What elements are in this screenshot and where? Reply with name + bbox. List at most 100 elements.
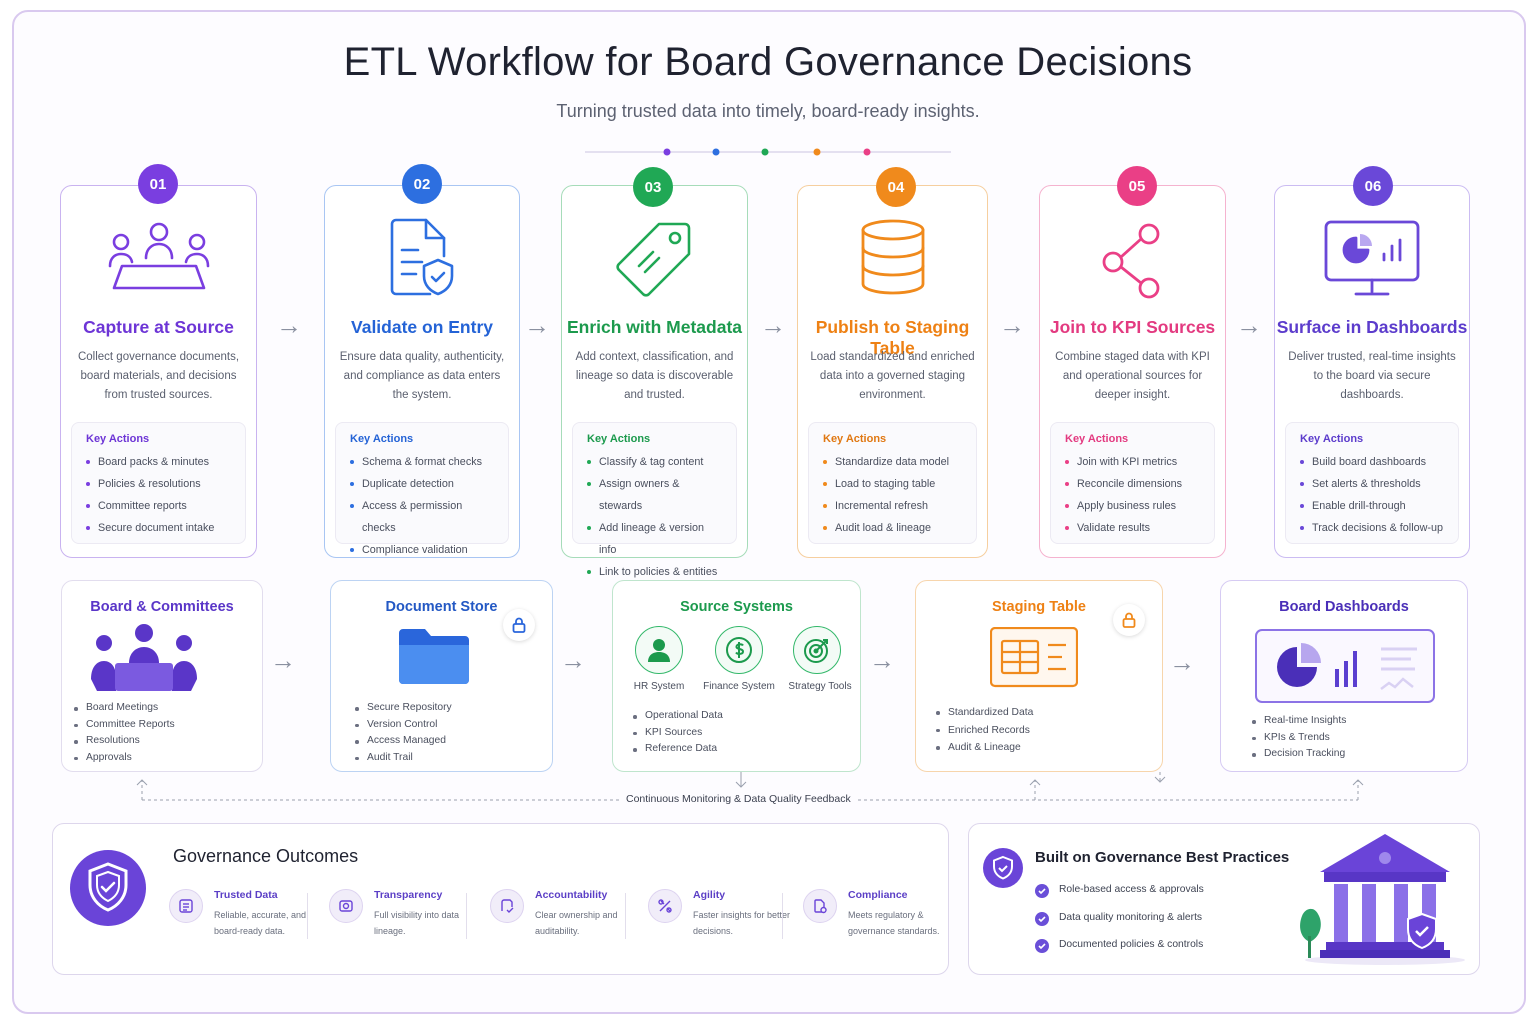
action-item: Schema & format checks	[350, 451, 494, 473]
system-item: Enriched Records	[936, 722, 1033, 740]
outcome-title: Compliance	[848, 889, 908, 901]
source-label: HR System	[633, 681, 685, 692]
action-item: Incremental refresh	[823, 495, 962, 517]
system-source-systems[interactable]: Source Systems HR System Finance System …	[612, 580, 861, 772]
action-item: Build board dashboards	[1300, 451, 1444, 473]
step-title: Validate on Entry	[351, 317, 493, 337]
outcome-desc: Clear ownership and auditability.	[535, 910, 618, 936]
eye-icon	[329, 889, 363, 923]
tag-icon	[562, 216, 747, 306]
institution-building-icon	[1290, 832, 1470, 973]
list-icon	[169, 889, 203, 923]
system-title: Board Dashboards	[1279, 599, 1409, 615]
system-item: Reference Data	[633, 741, 723, 758]
key-actions-heading: Key Actions	[1300, 433, 1364, 445]
system-item: KPI Sources	[633, 725, 723, 742]
feedback-loop-line	[136, 772, 1364, 801]
step-description: Combine staged data with KPI and operati…	[1055, 351, 1210, 401]
arrow-right-icon: →	[560, 645, 586, 675]
lock-icon	[1113, 604, 1145, 636]
person-icon	[635, 626, 683, 674]
system-item: Decision Tracking	[1252, 746, 1346, 763]
system-document-store[interactable]: Document Store Secure Repository Version…	[330, 580, 553, 772]
system-item: Audit Trail	[355, 750, 452, 767]
page-title: ETL Workflow for Board Governance Decisi…	[343, 40, 1193, 84]
outcome-title: Transparency	[374, 889, 443, 901]
step-card-enrich[interactable]: Enrich with Metadata Add context, classi…	[561, 185, 748, 578]
key-actions-box: Key Actions Schema & format checks Dupli…	[335, 422, 509, 556]
action-item: Track decisions & follow-up	[1300, 517, 1444, 539]
step-card-surface[interactable]: Surface in Dashboards Deliver trusted, r…	[1274, 185, 1470, 558]
key-actions-heading: Key Actions	[823, 433, 887, 445]
action-item: Access & permission checks	[350, 495, 494, 539]
document-shield-icon	[325, 216, 519, 306]
action-item: Compliance validation	[350, 539, 494, 561]
system-item: Board Meetings	[74, 700, 175, 717]
shield-check-icon	[983, 848, 1023, 893]
system-item: Operational Data	[633, 708, 723, 725]
action-item: Set alerts & thresholds	[1300, 473, 1444, 495]
step-card-join[interactable]: Join to KPI Sources Combine staged data …	[1039, 185, 1226, 558]
user-check-icon	[490, 889, 524, 923]
system-board-dashboards[interactable]: Board Dashboards Real-time Insights KPIs…	[1220, 580, 1468, 772]
key-actions-box: Key Actions Board packs & minutes Polici…	[71, 422, 246, 544]
lock-icon	[503, 609, 535, 641]
step-card-validate[interactable]: Validate on Entry Ensure data quality, a…	[324, 185, 520, 558]
step-title: Publish to Staging Table	[815, 317, 970, 358]
action-item: Apply business rules	[1065, 495, 1200, 517]
action-item: Load to staging table	[823, 473, 962, 495]
monitor-chart-icon	[1275, 216, 1469, 306]
action-item: Add lineage & version info	[587, 517, 722, 561]
system-item: Committee Reports	[74, 717, 175, 734]
best-practice-text: Documented policies & controls	[1059, 939, 1204, 950]
progress-dots	[585, 148, 951, 156]
action-item: Classify & tag content	[587, 451, 722, 473]
check-circle-icon	[1035, 884, 1049, 898]
system-item: Audit & Lineage	[936, 739, 1033, 757]
system-items: Operational Data KPI Sources Reference D…	[633, 708, 723, 758]
arrow-right-icon: →	[1169, 647, 1195, 677]
system-item: KPIs & Trends	[1252, 730, 1346, 747]
arrow-right-icon: →	[524, 310, 550, 340]
system-item: Version Control	[355, 717, 452, 734]
outcome-title: Agility	[693, 889, 726, 901]
arrow-right-icon: →	[270, 645, 296, 675]
system-item: Secure Repository	[355, 700, 452, 717]
step-badge: 05	[1117, 166, 1157, 206]
check-circle-icon	[1035, 912, 1049, 926]
check-circle-icon	[1035, 939, 1049, 953]
board-meeting-icon	[61, 216, 256, 306]
step-description: Deliver trusted, real-time insights to t…	[1288, 351, 1456, 401]
step-description: Collect governance documents, board mate…	[77, 351, 240, 401]
step-badge: 06	[1353, 166, 1393, 206]
step-description: Add context, classification, and lineage…	[575, 351, 734, 401]
key-actions-box: Key Actions Join with KPI metrics Reconc…	[1050, 422, 1215, 544]
key-actions-box: Key Actions Standardize data model Load …	[808, 422, 977, 544]
system-items: Board Meetings Committee Reports Resolut…	[74, 700, 175, 766]
document-check-icon	[803, 889, 837, 923]
system-item: Standardized Data	[936, 704, 1033, 722]
step-card-capture[interactable]: Capture at Source Collect governance doc…	[60, 185, 257, 558]
divider	[466, 893, 467, 939]
system-title: Document Store	[385, 599, 498, 615]
system-staging-table[interactable]: Staging Table Standardized Data Enriched…	[915, 580, 1163, 772]
system-board-committees[interactable]: Board & Committees Board Meetings Commit…	[61, 580, 263, 772]
outcome-title: Accountability	[535, 889, 608, 901]
divider	[307, 893, 308, 939]
step-description: Ensure data quality, authenticity, and c…	[339, 351, 505, 401]
share-nodes-icon	[1040, 216, 1225, 306]
key-actions-box: Key Actions Build board dashboards Set a…	[1285, 422, 1459, 544]
step-card-publish[interactable]: Publish to Staging Table Load standardiz…	[797, 185, 988, 558]
step-badge: 04	[876, 167, 916, 207]
outcome-desc: Full visibility into data lineage.	[374, 910, 460, 936]
system-item: Access Managed	[355, 733, 452, 750]
outcome-desc: Faster insights for better decisions.	[693, 910, 791, 936]
system-title: Staging Table	[992, 599, 1086, 615]
step-badge: 03	[633, 167, 673, 207]
arrow-right-icon: →	[869, 645, 895, 675]
action-item: Validate results	[1065, 517, 1200, 539]
step-title: Enrich with Metadata	[566, 317, 743, 337]
action-item: Join with KPI metrics	[1065, 451, 1200, 473]
system-item: Real-time Insights	[1252, 713, 1346, 730]
source-label: Finance System	[703, 681, 775, 692]
